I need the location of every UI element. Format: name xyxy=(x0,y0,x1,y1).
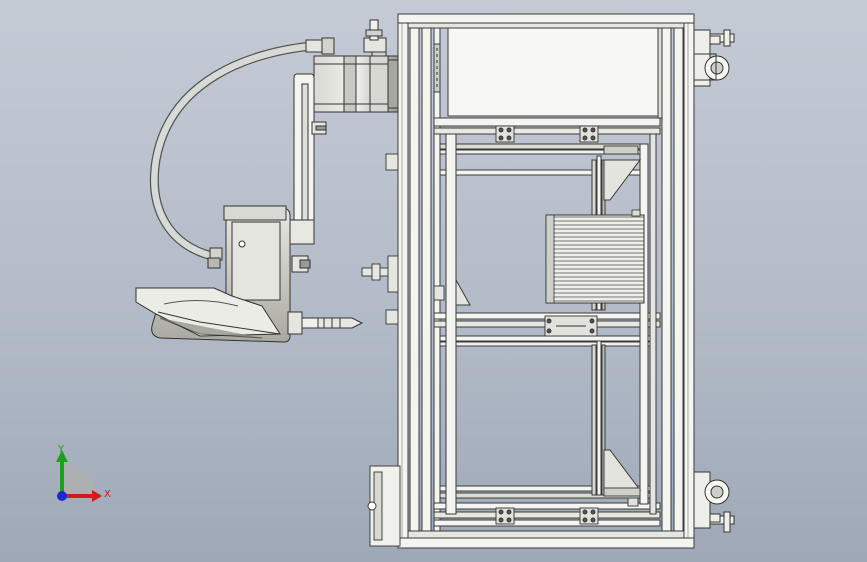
motor-assembly xyxy=(289,19,399,273)
top-enclosure xyxy=(447,27,659,117)
y-axis-label: Y xyxy=(57,444,65,455)
clamp-block xyxy=(579,125,599,143)
frame-bottom-rail xyxy=(397,537,695,549)
frame-right-post xyxy=(683,13,695,549)
cross-rail-upper xyxy=(433,117,661,127)
rail-clamps xyxy=(495,125,641,525)
x-axis-label: X xyxy=(104,489,111,500)
z-axis-dot xyxy=(57,491,67,501)
clamp-block xyxy=(495,125,515,143)
clamp-block xyxy=(579,507,599,525)
tool-head xyxy=(135,205,364,343)
orientation-triad[interactable]: Y X xyxy=(56,444,111,502)
frame-top-rail xyxy=(397,13,695,24)
finned-stack xyxy=(545,209,645,304)
caster-bottom xyxy=(693,471,735,533)
clamp-block xyxy=(495,507,515,525)
cross-rail-lower xyxy=(433,502,661,510)
frame-side-brackets xyxy=(361,153,445,547)
caster-top xyxy=(693,29,735,87)
